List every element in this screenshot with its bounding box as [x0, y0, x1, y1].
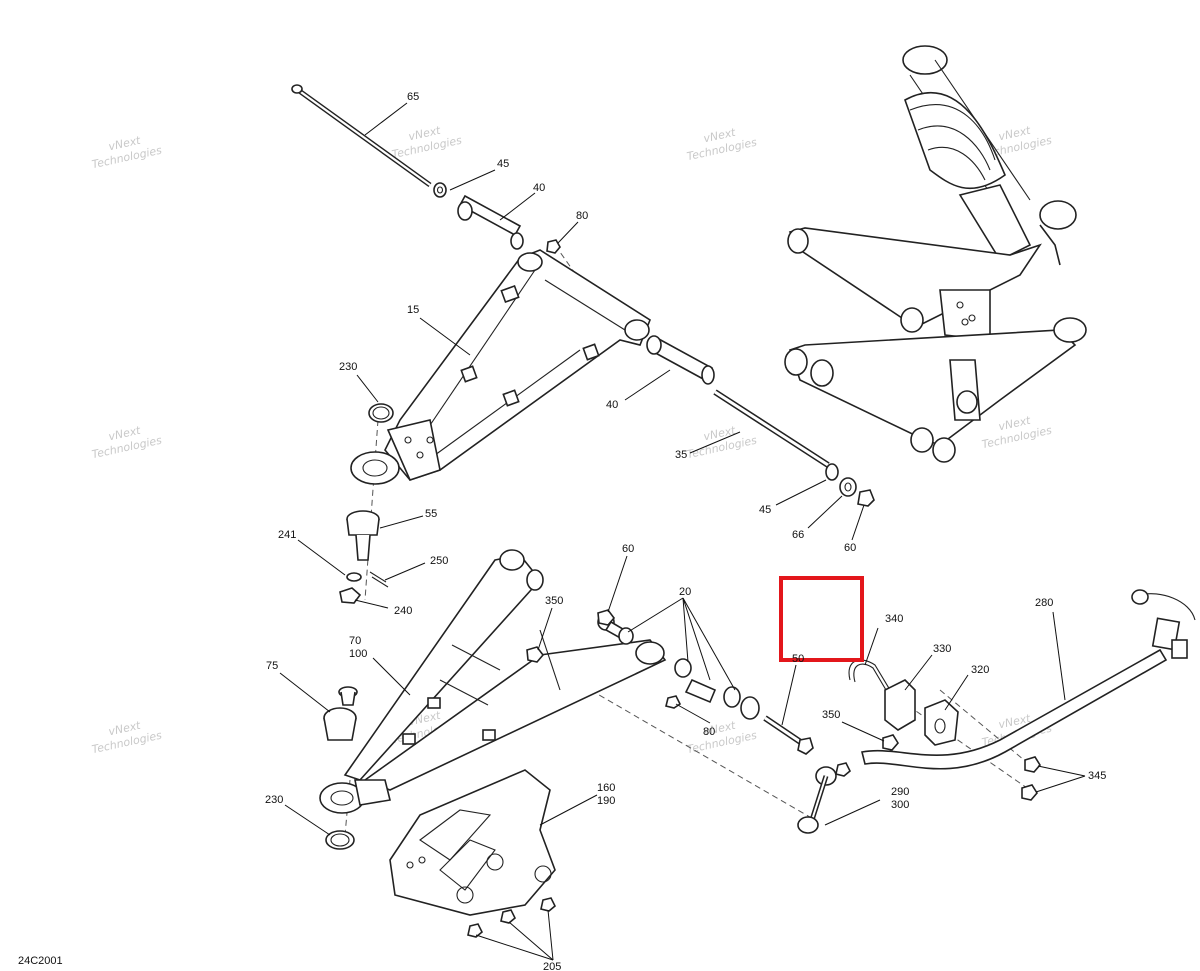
- nut-60-lower: [597, 609, 616, 626]
- nut-350-right: [882, 734, 899, 751]
- callout-80: 80: [703, 726, 715, 738]
- callout-280: 280: [1035, 597, 1053, 609]
- callout-40: 40: [606, 399, 618, 411]
- callout-50: 50: [792, 653, 804, 665]
- callout-350: 350: [545, 595, 563, 607]
- callout-labels: 65 45 40 80 15 230 40 35 55 241 250 240 …: [265, 91, 1106, 971]
- skid-plate-160-190: [389, 769, 556, 916]
- callout-290: 290: [891, 786, 909, 798]
- lower-arm-assembled: [784, 317, 1087, 463]
- link-rod-290-300: [797, 762, 851, 834]
- callout-240: 240: [394, 605, 412, 617]
- nut-240: [339, 587, 362, 604]
- washer-66: [839, 477, 857, 497]
- nut-350-left: [526, 646, 545, 663]
- bolt-50: [763, 715, 814, 755]
- ball-joint-55: [346, 510, 380, 561]
- washer-45-lower: [825, 463, 839, 481]
- nut-80-upper: [546, 239, 561, 254]
- pivot-bolt-65: [291, 84, 432, 188]
- upper-a-arm-group: [291, 84, 875, 604]
- bracket-340: [848, 659, 891, 691]
- circlip-230-upper: [368, 403, 394, 423]
- callout-15: 15: [407, 304, 419, 316]
- callout-45: 45: [497, 158, 509, 170]
- callout-340: 340: [885, 613, 903, 625]
- bushing-40-upper: [457, 194, 524, 250]
- shock-absorber: [902, 45, 1032, 262]
- lower-a-arm-group: [319, 549, 814, 938]
- callout-350: 350: [822, 709, 840, 721]
- callout-70: 70: [349, 635, 361, 647]
- callout-241: 241: [278, 529, 296, 541]
- highlight-box: [779, 576, 864, 662]
- diagram-reference-code: 24C2001: [18, 955, 63, 967]
- leader-lines: [279, 102, 1086, 961]
- nuts-345: [1021, 756, 1041, 801]
- nut-80-lower: [665, 695, 682, 709]
- callout-205: 205: [543, 961, 561, 971]
- washer-45-upper: [433, 182, 447, 198]
- callout-20: 20: [679, 586, 691, 598]
- callout-230: 230: [265, 794, 283, 806]
- washer-241: [346, 572, 362, 582]
- callout-45: 45: [759, 504, 771, 516]
- callout-300: 300: [891, 799, 909, 811]
- callout-60: 60: [622, 543, 634, 555]
- callout-60: 60: [844, 542, 856, 554]
- callout-65: 65: [407, 91, 419, 103]
- sway-bar-group: [797, 589, 1196, 834]
- assembled-suspension-view: [784, 45, 1087, 463]
- callout-55: 55: [425, 508, 437, 520]
- callout-320: 320: [971, 664, 989, 676]
- ball-joint-75: [323, 686, 358, 741]
- callout-345: 345: [1088, 770, 1106, 782]
- callout-66: 66: [792, 529, 804, 541]
- pivot-bolt-35: [713, 389, 830, 468]
- cotter-pin-250: [369, 571, 389, 588]
- callout-40: 40: [533, 182, 545, 194]
- bushing-40-lower: [646, 335, 715, 385]
- lower-a-arm-70-100: [319, 549, 667, 814]
- callout-35: 35: [675, 449, 687, 461]
- clamp-330: [884, 679, 916, 731]
- upper-a-arm-15: [350, 249, 651, 485]
- callout-250: 250: [430, 555, 448, 567]
- callout-75: 75: [266, 660, 278, 672]
- callout-330: 330: [933, 643, 951, 655]
- callout-100: 100: [349, 648, 367, 660]
- nut-60-upper: [857, 489, 875, 507]
- bushing-320: [924, 699, 959, 746]
- sway-bar-280: [861, 589, 1196, 770]
- circlip-230-lower: [325, 830, 355, 850]
- screws-205: [467, 897, 556, 938]
- callout-160: 160: [597, 782, 615, 794]
- callout-230: 230: [339, 361, 357, 373]
- callout-80: 80: [576, 210, 588, 222]
- upper-arm-assembled: [787, 200, 1077, 341]
- callout-190: 190: [597, 795, 615, 807]
